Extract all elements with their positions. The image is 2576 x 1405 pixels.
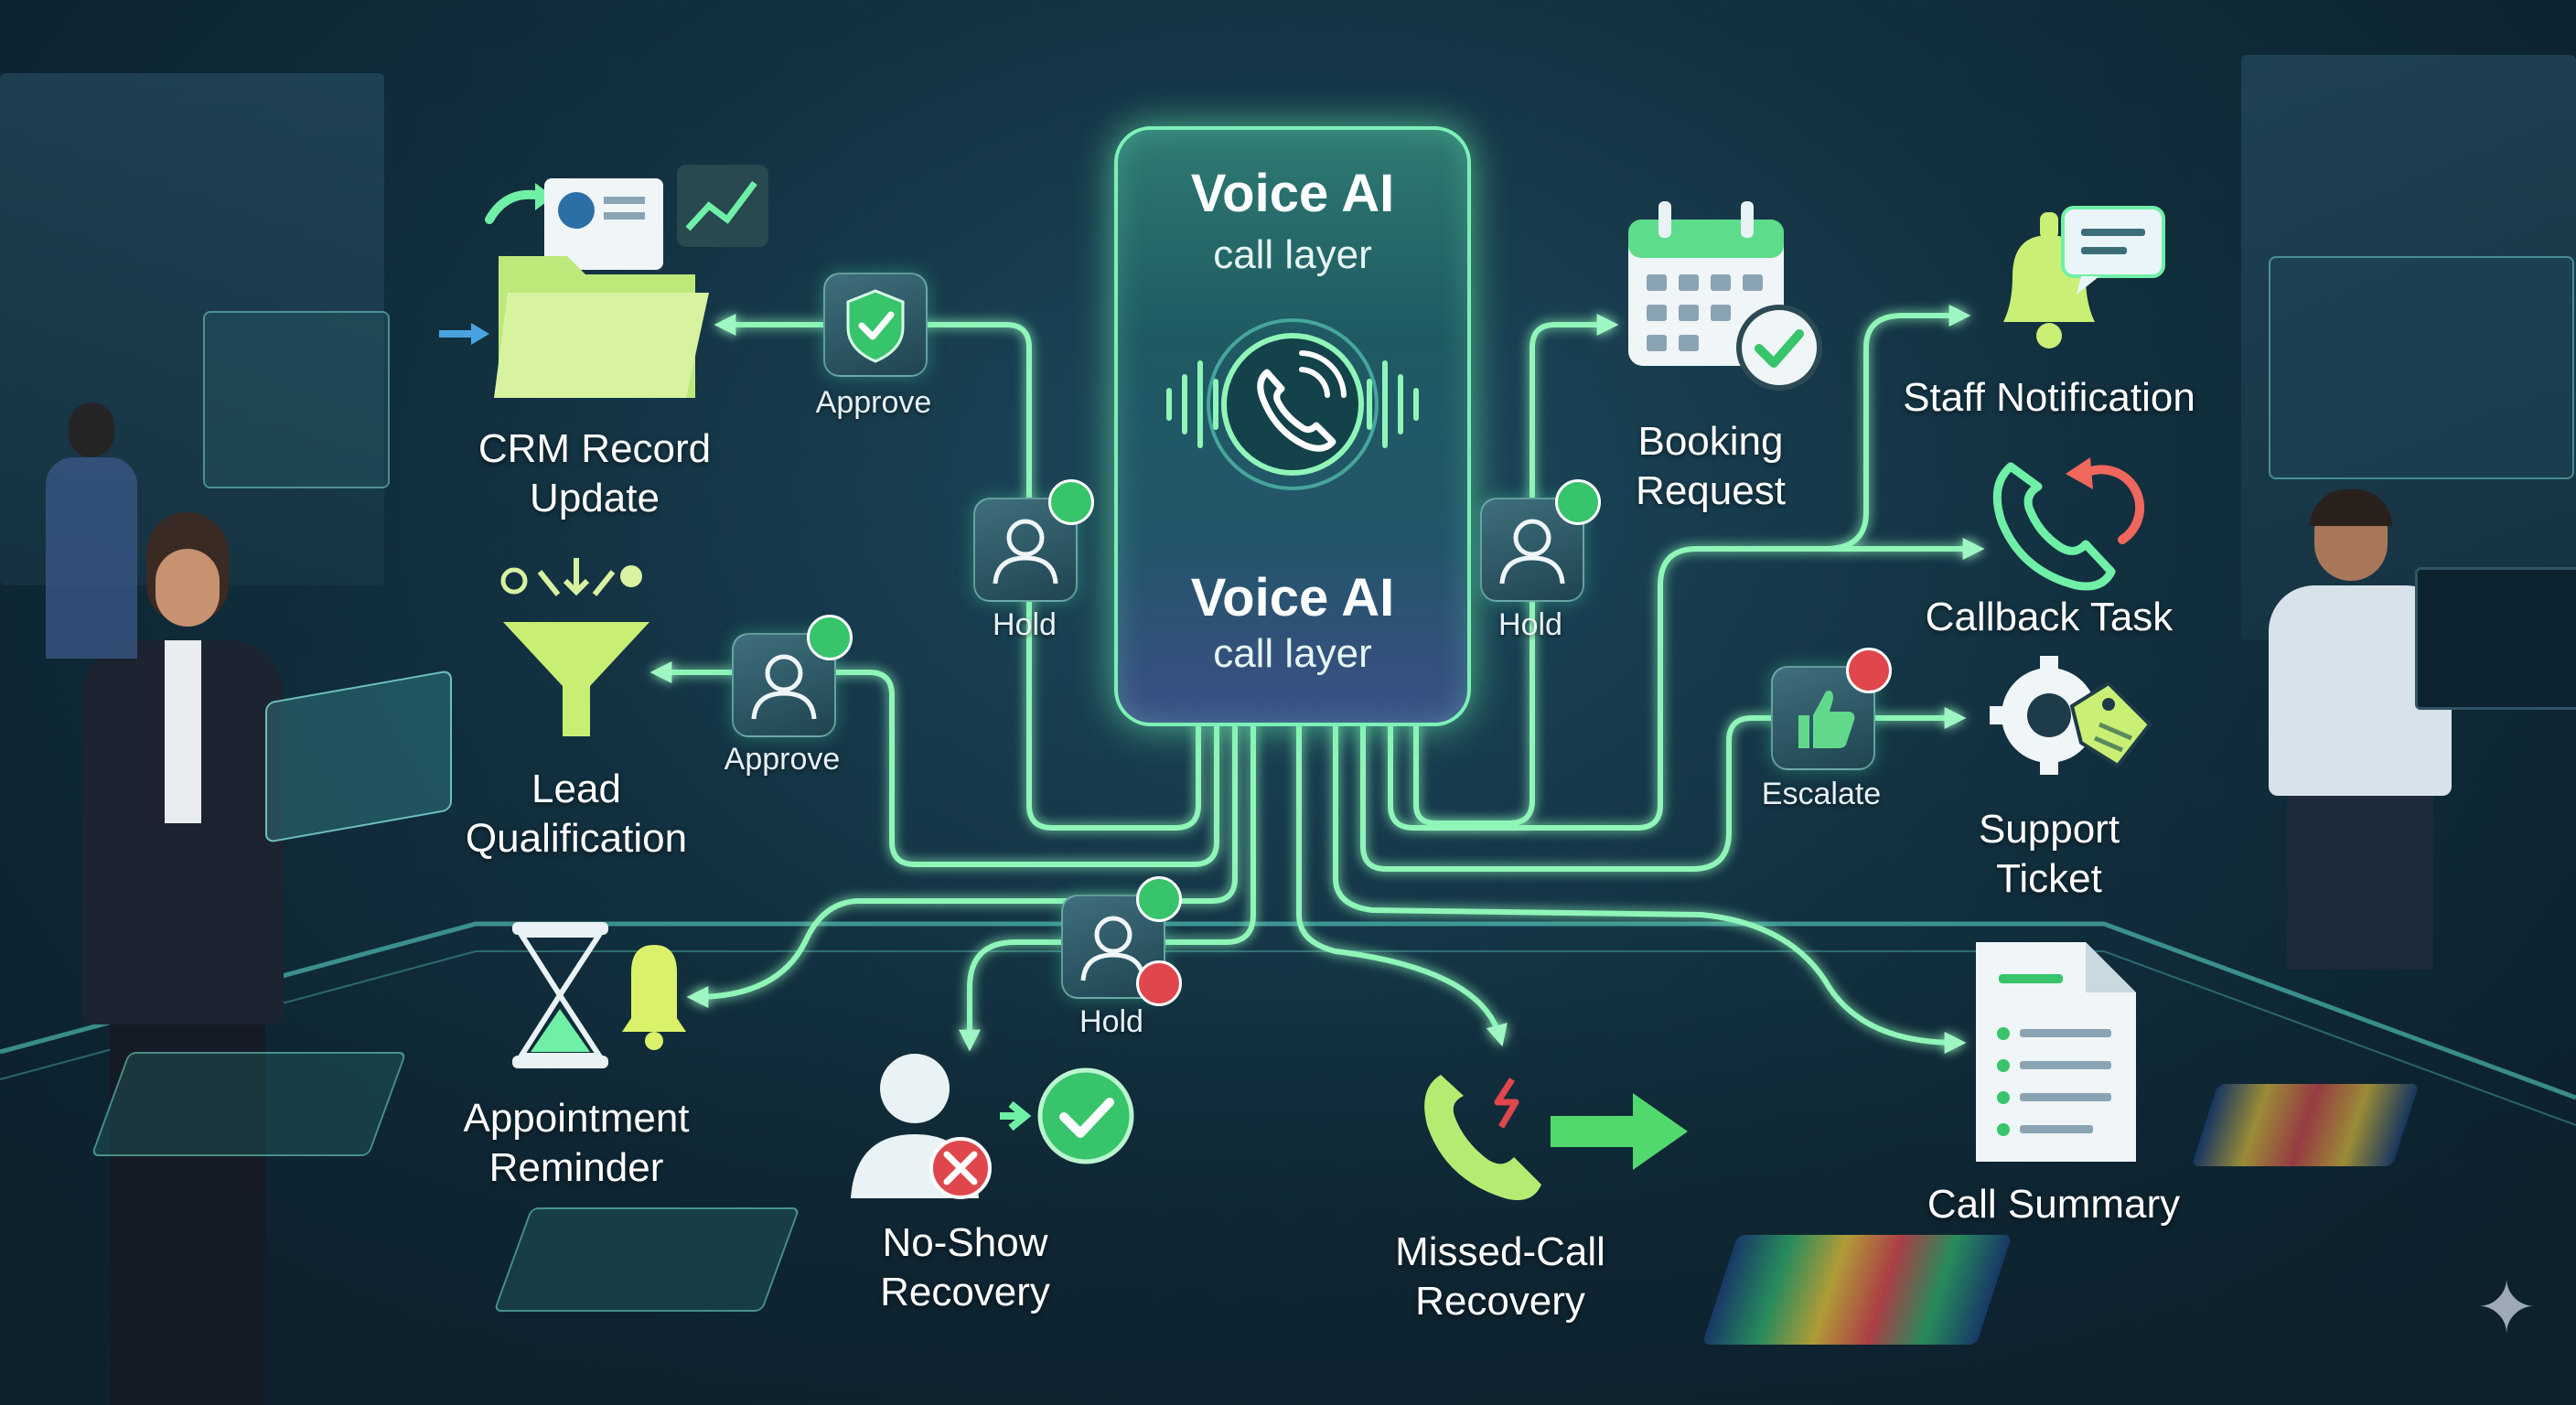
output-booking-request[interactable]: Booking Request bbox=[1636, 419, 1786, 513]
bell-chat-icon bbox=[1985, 203, 2168, 359]
gear-tag-icon bbox=[1980, 651, 2163, 788]
connector-lead bbox=[649, 661, 1219, 867]
approve-label-top: Approve bbox=[815, 385, 932, 420]
output-missed-call-recovery[interactable]: Missed-Call Recovery bbox=[1395, 1229, 1605, 1324]
output-call-summary[interactable]: Call Summary bbox=[1927, 1182, 2181, 1227]
connector-noshow bbox=[959, 720, 1256, 1052]
escalate-label: Escalate bbox=[1761, 777, 1882, 811]
hold-label-bottom: Hold bbox=[1079, 1004, 1143, 1039]
voice-ai-hub[interactable]: Voice AI call layer Voice AI call layer bbox=[1114, 126, 1471, 726]
output-appointment-reminder[interactable]: Appointment Reminder bbox=[463, 1096, 690, 1190]
phone-wave-icon bbox=[1155, 295, 1430, 514]
output-crm-record-update[interactable]: CRM Record Update bbox=[478, 426, 712, 520]
person-woman-foreground bbox=[64, 512, 302, 1405]
document-summary-icon bbox=[1967, 938, 2141, 1166]
thumbs-down-badge-icon bbox=[1846, 648, 1892, 693]
approve-label-mid: Approve bbox=[724, 742, 841, 777]
hub-title-bottom: Voice AI bbox=[1190, 568, 1395, 627]
hourglass-bell-icon bbox=[503, 922, 695, 1068]
calendar-check-icon bbox=[1624, 197, 1825, 393]
wall-dashboard-panel bbox=[2269, 256, 2574, 479]
output-noshow-recovery[interactable]: No-Show Recovery bbox=[880, 1220, 1050, 1314]
person-woman-background bbox=[37, 402, 146, 659]
connector-staff bbox=[1822, 305, 1971, 552]
person-icon bbox=[1499, 519, 1565, 585]
output-callback-task[interactable]: Callback Task bbox=[1925, 595, 2174, 639]
check-badge-icon bbox=[1048, 479, 1094, 525]
hold-gate-bottom[interactable] bbox=[1061, 876, 1182, 1006]
hub-subtitle-top: call layer bbox=[1213, 232, 1372, 277]
callback-phone-icon bbox=[1985, 448, 2150, 595]
approve-gate-top[interactable] bbox=[823, 273, 928, 377]
hold-label-right: Hold bbox=[1498, 607, 1562, 642]
funnel-icon bbox=[494, 549, 659, 741]
crm-folder-icon bbox=[421, 156, 787, 421]
connector-crm bbox=[714, 314, 1201, 831]
shield-check-icon bbox=[846, 289, 905, 363]
hold-gate-left[interactable] bbox=[973, 479, 1094, 602]
connector-summary bbox=[1333, 720, 1967, 1054]
hub-title-top: Voice AI bbox=[1190, 164, 1395, 223]
thumbs-down-badge-icon bbox=[1136, 960, 1182, 1006]
thumbs-up-icon bbox=[1798, 691, 1855, 748]
hold-gate-right[interactable] bbox=[1480, 479, 1601, 602]
escalate-gate[interactable] bbox=[1771, 648, 1892, 770]
hub-subtitle-bottom: call layer bbox=[1213, 631, 1372, 676]
person-icon bbox=[751, 654, 817, 720]
connector-callback bbox=[1388, 538, 1985, 831]
sparkle-icon: ✦ bbox=[2475, 1267, 2538, 1348]
check-badge-icon bbox=[1555, 479, 1601, 525]
check-badge-icon bbox=[1136, 876, 1182, 922]
check-badge-icon bbox=[807, 615, 853, 660]
person-icon bbox=[993, 519, 1058, 585]
connector-booking bbox=[1413, 314, 1619, 826]
missed-call-icon bbox=[1413, 1061, 1701, 1207]
connector-missed bbox=[1296, 720, 1508, 1047]
connector-support bbox=[1360, 707, 1967, 872]
noshow-recovery-icon bbox=[846, 1047, 1139, 1203]
output-staff-notification[interactable]: Staff Notification bbox=[1903, 375, 2195, 420]
output-lead-qualification[interactable]: Lead Qualification bbox=[465, 767, 688, 861]
wall-chart-panel bbox=[203, 311, 390, 488]
connector-appointment bbox=[686, 720, 1238, 1008]
approve-gate-mid[interactable] bbox=[732, 615, 853, 737]
hold-label-left: Hold bbox=[993, 607, 1057, 642]
monitor-right bbox=[2415, 567, 2576, 710]
output-support-ticket[interactable]: Support Ticket bbox=[1978, 807, 2120, 901]
person-icon bbox=[1080, 916, 1146, 981]
